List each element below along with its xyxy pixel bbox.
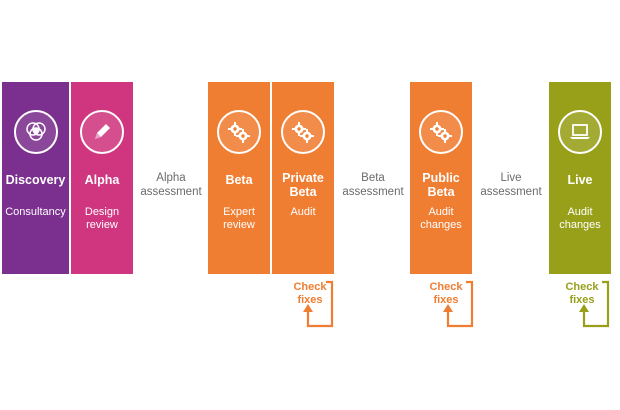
check-fixes-loop-live: [579, 280, 610, 328]
stage-public-beta: Public Beta Audit changes: [410, 82, 472, 274]
stage-description: Audit changes: [559, 206, 601, 231]
check-fixes-label: Check fixes: [565, 281, 599, 306]
check-fixes-loop-private-beta: [303, 280, 334, 328]
stage-title: Private Beta: [282, 171, 324, 199]
stage-description: Expert review: [223, 206, 255, 231]
stage-beta: Beta Expert review: [208, 82, 270, 274]
check-fixes-label: Check fixes: [293, 281, 327, 306]
stage-private-beta: Private Beta Audit: [272, 82, 334, 274]
stage-live: Live Audit changes: [549, 82, 611, 274]
stage-description: Audit: [290, 206, 316, 218]
gears-icon: [281, 110, 325, 154]
stage-title: Public Beta: [422, 171, 460, 199]
laptop-icon: [558, 110, 602, 154]
stage-title: Discovery: [5, 173, 66, 187]
people-venn-icon: [13, 110, 58, 154]
stage-title: Beta: [225, 173, 253, 187]
stage-title: Live: [567, 173, 593, 187]
live-assessment-label: Live assessment: [480, 172, 542, 198]
check-fixes-loop-public-beta: [443, 280, 474, 328]
beta-assessment-label: Beta assessment: [342, 172, 404, 198]
stage-title: Alpha: [84, 173, 120, 187]
gears-icon: [217, 110, 261, 154]
stage-description: Design review: [84, 206, 120, 231]
pencil-icon: [80, 110, 124, 154]
stage-description: Consultancy: [5, 206, 66, 218]
stage-discovery: Discovery Consultancy: [2, 82, 69, 274]
stage-alpha: Alpha Design review: [71, 82, 133, 274]
gears-icon: [419, 110, 463, 154]
stage-description: Audit changes: [420, 206, 462, 231]
alpha-assessment-label: Alpha assessment: [140, 172, 202, 198]
check-fixes-label: Check fixes: [429, 281, 463, 306]
